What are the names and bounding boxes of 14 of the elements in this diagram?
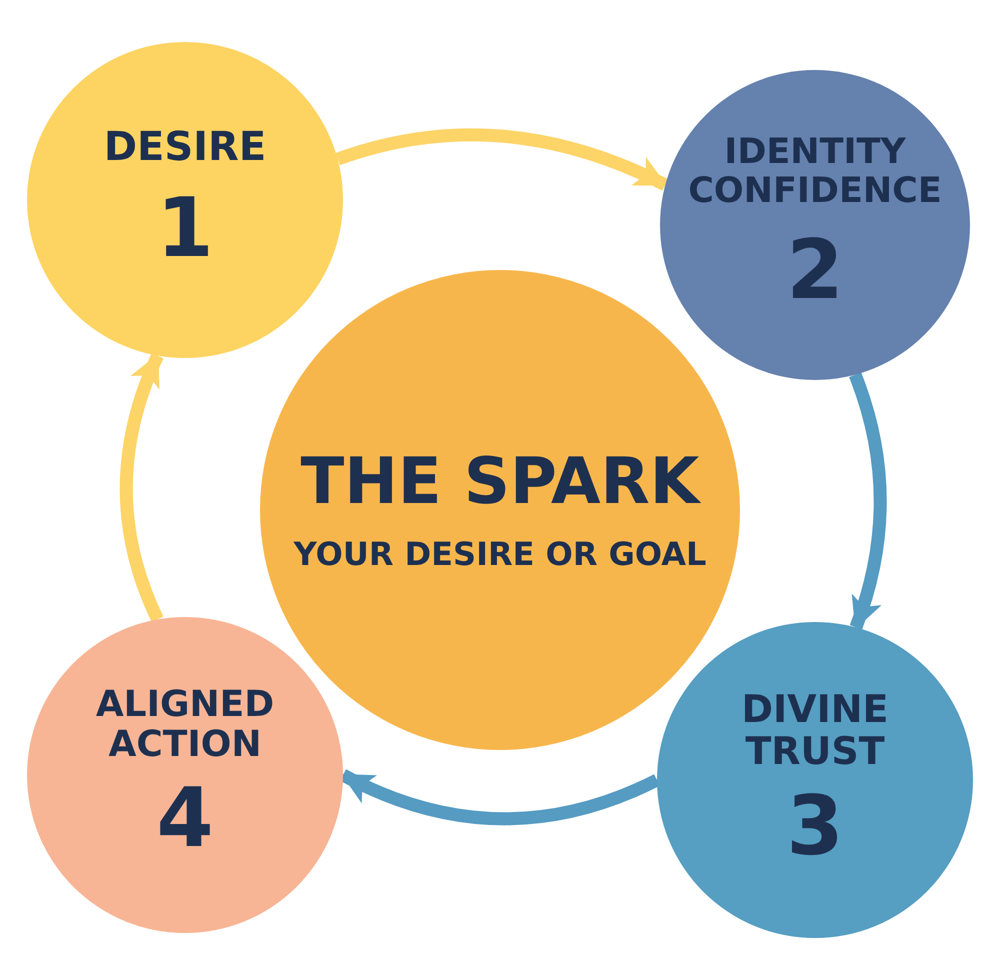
step-title: ALIGNED ACTION bbox=[94, 684, 276, 766]
curved-arrow bbox=[849, 372, 887, 630]
step-title: THE SPARK bbox=[300, 447, 700, 519]
curved-arrow bbox=[340, 769, 660, 826]
subtitle: YOUR DESIRE OR GOAL bbox=[294, 536, 706, 573]
step-number: 2 bbox=[786, 225, 844, 318]
step-title: IDENTITY CONFIDENCE bbox=[687, 132, 943, 212]
step-number: 1 bbox=[156, 183, 214, 276]
step-title: DIVINE TRUST bbox=[740, 688, 890, 773]
step-number: 4 bbox=[156, 773, 214, 866]
step-number: 3 bbox=[786, 780, 844, 872]
curved-arrow bbox=[336, 128, 668, 191]
curved-arrow bbox=[120, 353, 164, 622]
step-title: DESIRE bbox=[104, 124, 266, 170]
